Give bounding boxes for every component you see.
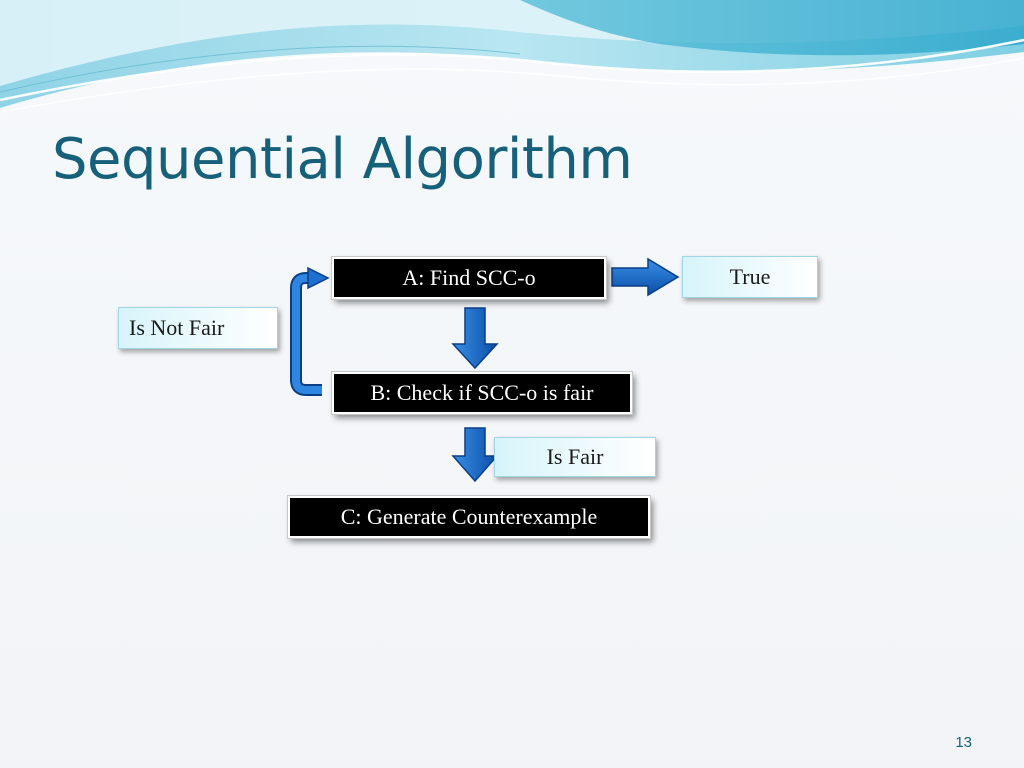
node-is-fair: Is Fair (494, 437, 656, 477)
node-true-label: True (729, 264, 771, 289)
node-a-label: A: Find SCC-o (402, 265, 536, 290)
node-is-not-fair: Is Not Fair (118, 307, 278, 349)
node-c-label: C: Generate Counterexample (340, 504, 598, 529)
node-b-label: B: Check if SCC-o is fair (370, 380, 594, 405)
node-is-fair-label: Is Fair (546, 444, 604, 469)
arrow-loop-head (307, 266, 330, 290)
arrow-a-to-b (451, 307, 499, 370)
node-a-find-scc: A: Find SCC-o (332, 257, 606, 299)
node-true: True (682, 256, 818, 298)
arrow-a-to-true (611, 257, 680, 297)
arrow-b-to-c (451, 427, 499, 483)
slide-title: Sequential Algorithm (52, 127, 633, 192)
page-number: 13 (955, 734, 972, 751)
node-is-not-fair-label: Is Not Fair (129, 315, 225, 340)
wave-header-decoration (0, 0, 1024, 113)
node-c-generate-counterexample: C: Generate Counterexample (288, 496, 650, 538)
node-b-check-fair: B: Check if SCC-o is fair (332, 372, 632, 414)
